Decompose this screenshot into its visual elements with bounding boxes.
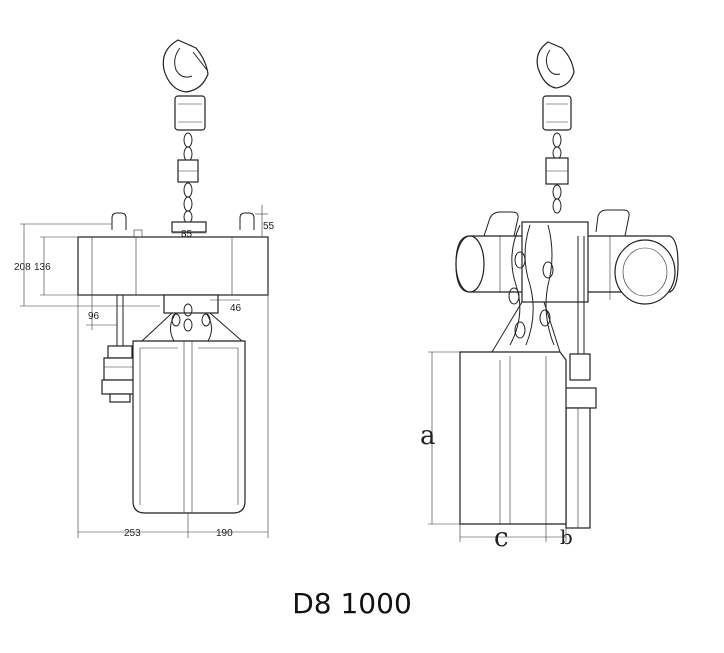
front-lower-chain [141, 294, 243, 342]
front-top-plate [171, 221, 207, 233]
front-power-connector [101, 295, 139, 403]
dim-a-label: a [420, 421, 436, 451]
dim-46-label: 46 [230, 303, 242, 314]
iso-dimensions: a c b [420, 351, 573, 553]
dim-136-label: 136 [34, 262, 51, 273]
iso-left-lug [483, 211, 519, 237]
front-hook-icon [162, 39, 209, 131]
dim-96-label: 96 [88, 311, 100, 322]
iso-lower-chain [491, 224, 561, 353]
front-left-lug [111, 212, 127, 230]
front-dimensions: 85 55 208 136 96 46 [14, 205, 275, 539]
front-right-lug [239, 212, 255, 230]
front-motor-body [77, 236, 269, 296]
iso-power-connector [561, 236, 597, 529]
dim-85-label: 85 [181, 229, 193, 240]
iso-right-lug [595, 209, 630, 237]
dim-253-label: 253 [124, 528, 141, 539]
front-view: 85 55 208 136 96 46 [14, 39, 275, 539]
iso-view: a c b [420, 41, 679, 553]
iso-hook-icon [536, 41, 575, 131]
dim-c-label: c [494, 523, 509, 553]
dim-190-label: 190 [216, 528, 233, 539]
dim-b-label: b [560, 525, 573, 549]
iso-motor-body [455, 221, 679, 305]
model-title: D8 1000 [292, 587, 412, 620]
dim-208-label: 208 [14, 262, 31, 273]
iso-upper-chain [545, 132, 569, 214]
front-chain-bag [132, 340, 246, 514]
iso-chain-bag [459, 351, 567, 525]
dim-55-label: 55 [263, 221, 275, 232]
front-upper-chain [177, 132, 199, 224]
